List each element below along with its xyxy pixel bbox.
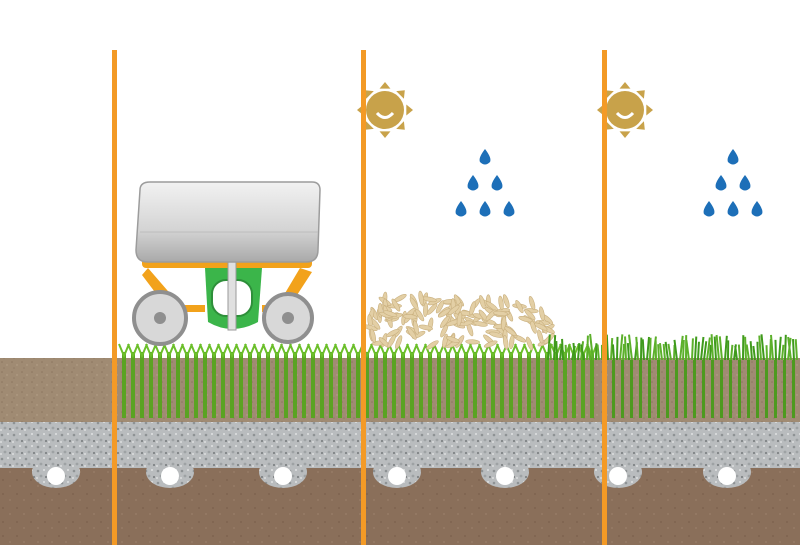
- stage-divider: [112, 50, 117, 545]
- drain-pipe: [47, 467, 65, 485]
- drain-pipe: [609, 467, 627, 485]
- wheel-left: [132, 290, 188, 346]
- drain-pipe: [496, 467, 514, 485]
- drain-pipes: [32, 456, 751, 488]
- rain-drops-icon: [455, 149, 515, 217]
- established-turf: [547, 333, 798, 418]
- planted-sprigs: [118, 343, 598, 418]
- wheel-right: [262, 292, 314, 344]
- vehicle-icon: [132, 181, 321, 346]
- drain-pipe: [718, 467, 736, 485]
- stage-divider: [602, 50, 607, 545]
- drain-pipe: [161, 467, 179, 485]
- stage-divider: [361, 50, 366, 545]
- straw-mulch: [363, 290, 555, 351]
- tank: [135, 181, 321, 263]
- sun-icon: [597, 82, 653, 138]
- rain-drops-icon: [703, 149, 763, 217]
- topsoil-layer: [0, 358, 800, 422]
- drain-pipe: [274, 467, 292, 485]
- drain-pipe: [388, 467, 406, 485]
